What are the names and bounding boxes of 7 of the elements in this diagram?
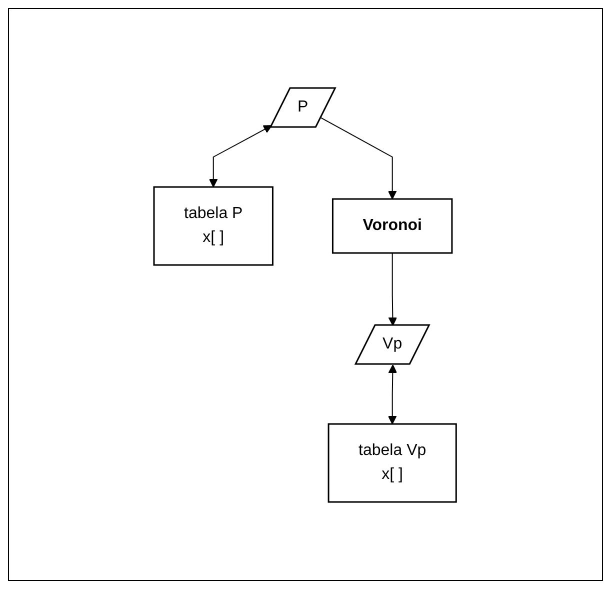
arrow [320,116,398,199]
node-box: Voronoi [332,198,454,254]
arrow [388,252,398,326]
arrow [209,124,273,187]
arrow [388,364,398,424]
node-box: tabela Vp x[ ] [328,422,458,502]
node-box: tabela P x[ ] [154,186,274,266]
